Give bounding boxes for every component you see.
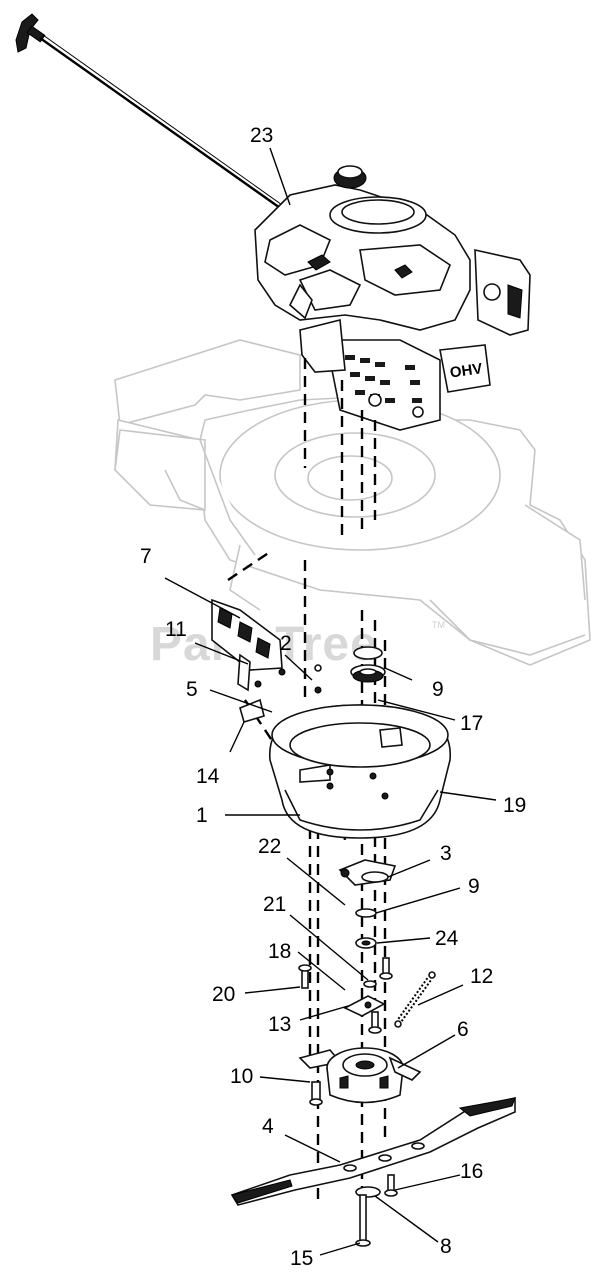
callout-4: 4: [262, 1115, 274, 1138]
watermark-trademark: TM: [432, 620, 445, 630]
blade-bolts: [355, 1174, 398, 1247]
leader-lines: [164, 147, 497, 1256]
engine-ohv-label: OHV: [449, 360, 484, 381]
engine: OHV: [254, 165, 531, 431]
callout-10: 10: [230, 1065, 253, 1088]
callout-9-upper: 9: [432, 678, 444, 701]
callout-12: 12: [470, 965, 493, 988]
shaft-top-parts: [314, 646, 386, 694]
callout-11: 11: [165, 618, 187, 641]
callout-1: 1: [196, 804, 208, 827]
callout-labels: 23 7 11 2 5 9 17 14 19 1 22 3 9 21 24 18…: [140, 124, 526, 1270]
callout-3: 3: [440, 842, 452, 865]
callout-22: 22: [258, 835, 281, 858]
callout-14: 14: [196, 765, 220, 788]
blade-adapter: [298, 1047, 422, 1106]
callout-17: 17: [460, 712, 483, 735]
blade-brake-lever: [338, 859, 397, 886]
spring: [394, 971, 436, 1028]
callout-23: 23: [250, 124, 273, 147]
watermark: PartsTree TM: [150, 618, 445, 671]
callout-9-lower: 9: [468, 875, 480, 898]
callout-8: 8: [440, 1235, 452, 1258]
callout-16: 16: [460, 1160, 483, 1183]
blade-housing: [239, 698, 451, 839]
callout-21: 21: [263, 893, 286, 916]
callout-24: 24: [435, 927, 459, 950]
washers: [355, 908, 377, 949]
callout-5: 5: [186, 678, 198, 701]
mower-blade: [230, 1097, 516, 1206]
callout-18: 18: [268, 940, 291, 963]
callout-6: 6: [457, 1018, 469, 1041]
callout-19: 19: [503, 794, 526, 817]
mower-deck: [114, 339, 591, 666]
callout-15: 15: [290, 1247, 313, 1270]
bolts: [298, 957, 393, 1034]
callout-13: 13: [268, 1013, 291, 1036]
callout-20: 20: [212, 983, 235, 1006]
baffle-bracket: [211, 598, 286, 692]
callout-2: 2: [280, 632, 292, 655]
callout-7: 7: [140, 545, 152, 568]
dipstick: [15, 13, 293, 216]
